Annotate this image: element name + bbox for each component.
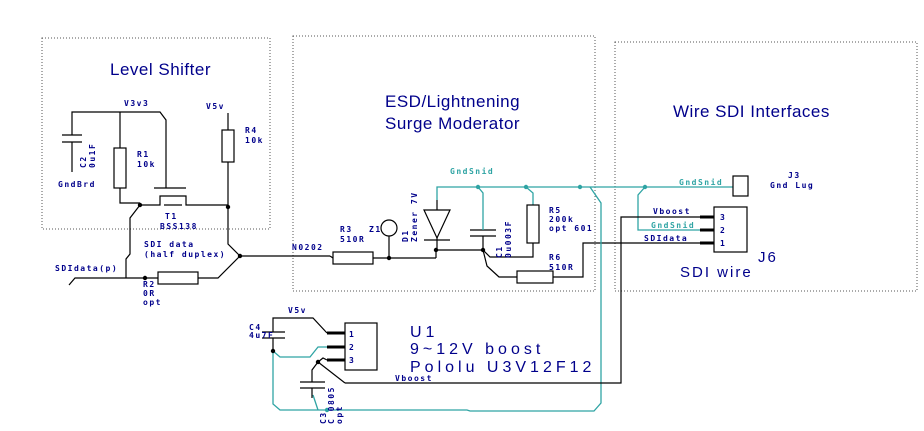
c4-value: 4u7F	[249, 331, 274, 340]
ground-net	[272, 186, 735, 412]
r6-resistor	[516, 270, 554, 284]
c1-ref: C1	[495, 245, 504, 258]
c3-note: opt	[335, 405, 344, 424]
u1-pin-2: 2	[349, 343, 355, 352]
r5-ref: R5	[549, 206, 562, 215]
u1-wires	[262, 317, 346, 398]
wire-sdi-title: Wire SDI Interfaces	[673, 102, 830, 121]
r5-value: 200k	[549, 215, 574, 224]
net-gndbrd: GndBrd	[58, 180, 96, 189]
r2-value: 0R	[143, 289, 156, 298]
level-shifter-block	[41, 37, 271, 230]
u1-pin-1: 1	[349, 330, 355, 339]
net-vboost-j6: Vboost	[653, 207, 691, 216]
j6-ref: J6	[758, 249, 778, 266]
j3-ref: J3	[788, 171, 801, 180]
u1-pin-3: 3	[349, 356, 355, 365]
j6-pin-2: 2	[720, 226, 726, 235]
c2-ref: C2	[79, 155, 88, 168]
net-v3v3: V3v3	[124, 99, 149, 108]
esd-title-line2: Surge Moderator	[385, 114, 520, 133]
c4-ref: C4	[249, 323, 262, 332]
j6-connector	[713, 206, 748, 253]
r5-note: opt 601	[549, 224, 593, 233]
j3-gnd-lug	[732, 175, 749, 197]
r2-note: opt	[143, 298, 162, 307]
net-sdi-data: SDI data	[144, 240, 195, 249]
t1-ref: T1	[165, 212, 178, 221]
net-n0202: N0202	[292, 243, 324, 252]
r3-ref: R3	[340, 225, 353, 234]
t1-value: BSS138	[160, 222, 198, 231]
r3-value: 510R	[340, 235, 365, 244]
c3-ref: C3	[319, 411, 328, 424]
esd-title-line1: ESD/Lightnening	[385, 92, 520, 111]
net-v5v-r4: V5v	[206, 102, 225, 111]
net-gndsnid-j3: GndSnid	[679, 177, 723, 187]
r6-ref: R6	[549, 253, 562, 262]
c2-value: 0u1F	[88, 143, 97, 168]
wire-sdi-block	[614, 41, 918, 292]
r1-ref: R1	[137, 150, 150, 159]
r1-value: 10k	[137, 160, 156, 169]
d1-value: Zener 7V	[410, 191, 419, 242]
net-v5v-u1: V5v	[288, 306, 307, 315]
level-shifter-title: Level Shifter	[110, 60, 211, 79]
net-sdidata-j6: SDIdata	[644, 234, 688, 243]
r1-resistor	[113, 147, 127, 189]
net-sdidata-p: SDIdata(p)	[55, 264, 118, 273]
j6-pin-1: 1	[720, 239, 726, 248]
net-gndsnid-top: GndSnid	[450, 166, 494, 176]
u1-description: 9~12V boost	[410, 341, 544, 358]
r5-resistor	[526, 204, 540, 244]
d1-zener-diode	[423, 209, 451, 240]
r2-resistor	[157, 271, 199, 285]
j6-value: SDI wire	[680, 264, 753, 281]
d1-ref: D1	[401, 229, 410, 242]
net-vboost-u1: Vboost	[395, 374, 433, 383]
j3-value: Gnd Lug	[770, 181, 814, 190]
r4-resistor	[221, 129, 235, 163]
r4-value: 10k	[245, 136, 264, 145]
u1-ref: U1	[410, 324, 438, 341]
net-sdi-data-duplex: (half duplex)	[144, 250, 226, 259]
j6-pin-3: 3	[720, 213, 726, 222]
u1-boost-module	[344, 322, 378, 371]
r4-ref: R4	[245, 126, 258, 135]
u1-part-number: Pololu U3V12F12	[410, 359, 595, 376]
esd-block	[292, 35, 596, 292]
level-shifter-wires	[62, 111, 334, 286]
r6-value: 510R	[549, 263, 574, 272]
z1-test-point	[380, 219, 398, 237]
r2-ref: R2	[143, 280, 156, 289]
c1-value: 0u003F	[504, 220, 513, 258]
r3-resistor	[332, 251, 374, 265]
net-gndsnid-j6: GndSnid	[651, 220, 695, 230]
z1-ref: Z1	[369, 225, 382, 234]
c3-value: C 0805	[327, 386, 336, 424]
